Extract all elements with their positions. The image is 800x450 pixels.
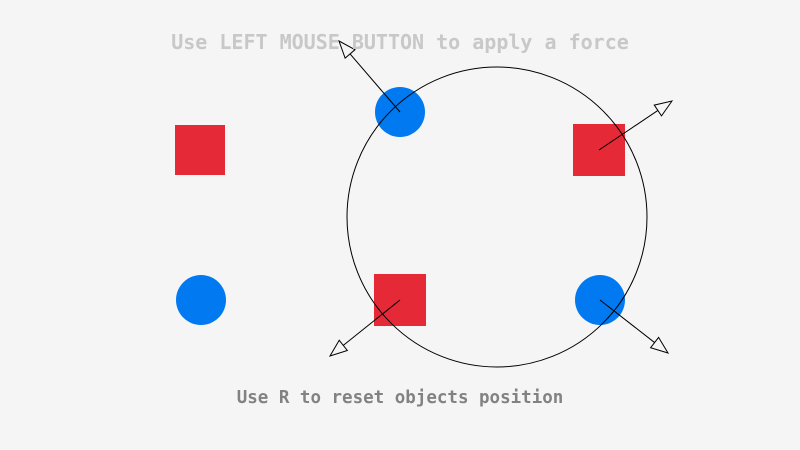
blue-circle-bottom-left[interactable] bbox=[176, 275, 226, 325]
instruction-apply-force: Use LEFT MOUSE BUTTON to apply a force bbox=[171, 30, 629, 54]
red-square-top-left[interactable] bbox=[175, 125, 225, 175]
red-square-bottom-center[interactable] bbox=[374, 274, 426, 326]
blue-circle-bottom-right[interactable] bbox=[575, 275, 625, 325]
blue-circle-top-center[interactable] bbox=[375, 87, 425, 137]
instruction-reset: Use R to reset objects position bbox=[236, 388, 564, 408]
red-square-top-right[interactable] bbox=[573, 124, 625, 176]
